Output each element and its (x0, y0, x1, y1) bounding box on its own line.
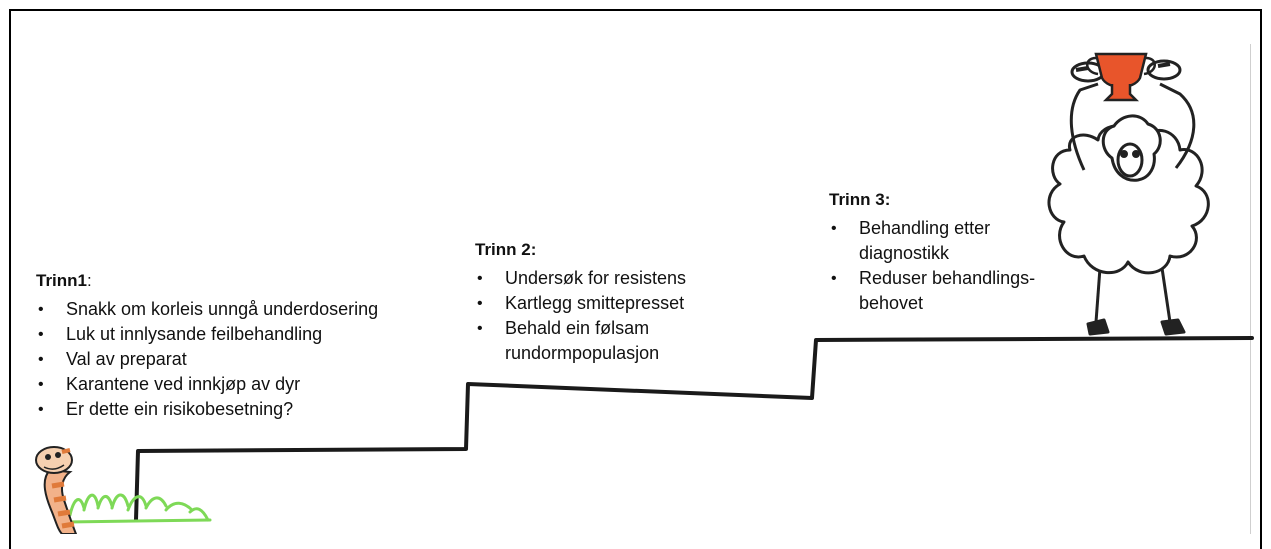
step-3-block: Trinn 3: Behandling etter diagnostikk Re… (829, 190, 1044, 316)
step-1-list: Snakk om korleis unngå underdosering Luk… (36, 297, 378, 422)
step-2-list: Undersøk for resistens Kartlegg smittepr… (475, 266, 725, 366)
list-item: Behald ein følsam rundormpopulasjon (475, 316, 725, 366)
list-item: Val av preparat (36, 347, 378, 372)
list-item: Luk ut innlysande feilbehandling (36, 322, 378, 347)
step-1-title: Trinn1: (36, 271, 378, 291)
step-1-title-colon: : (87, 271, 92, 290)
list-item: Undersøk for resistens (475, 266, 725, 291)
list-item: Snakk om korleis unngå underdosering (36, 297, 378, 322)
staircase-line (134, 336, 1254, 522)
worm-icon (35, 446, 78, 534)
staircase-drawing (35, 52, 1254, 534)
list-item: Kartlegg smittepresset (475, 291, 725, 316)
step-3-title: Trinn 3: (829, 190, 891, 209)
step-2-block: Trinn 2: Undersøk for resistens Kartlegg… (475, 240, 725, 366)
sheep-icon (1047, 59, 1210, 336)
list-item: Er dette ein risikobesetning? (36, 397, 378, 422)
step-1-title-text: Trinn1 (36, 271, 88, 290)
step-1-block: Trinn1: Snakk om korleis unngå underdose… (36, 271, 378, 422)
list-item: Behandling etter diagnostikk (829, 216, 1044, 266)
grass-icon (64, 493, 212, 524)
diagram-frame (9, 9, 1262, 549)
step-2-title: Trinn 2: (475, 240, 537, 259)
step-3-list: Behandling etter diagnostikk Reduser beh… (829, 216, 1044, 316)
trophy-icon (1086, 52, 1156, 102)
list-item: Karantene ved innkjøp av dyr (36, 372, 378, 397)
frame-inner-border (1250, 44, 1251, 534)
list-item: Reduser behandlings-behovet (829, 266, 1044, 316)
